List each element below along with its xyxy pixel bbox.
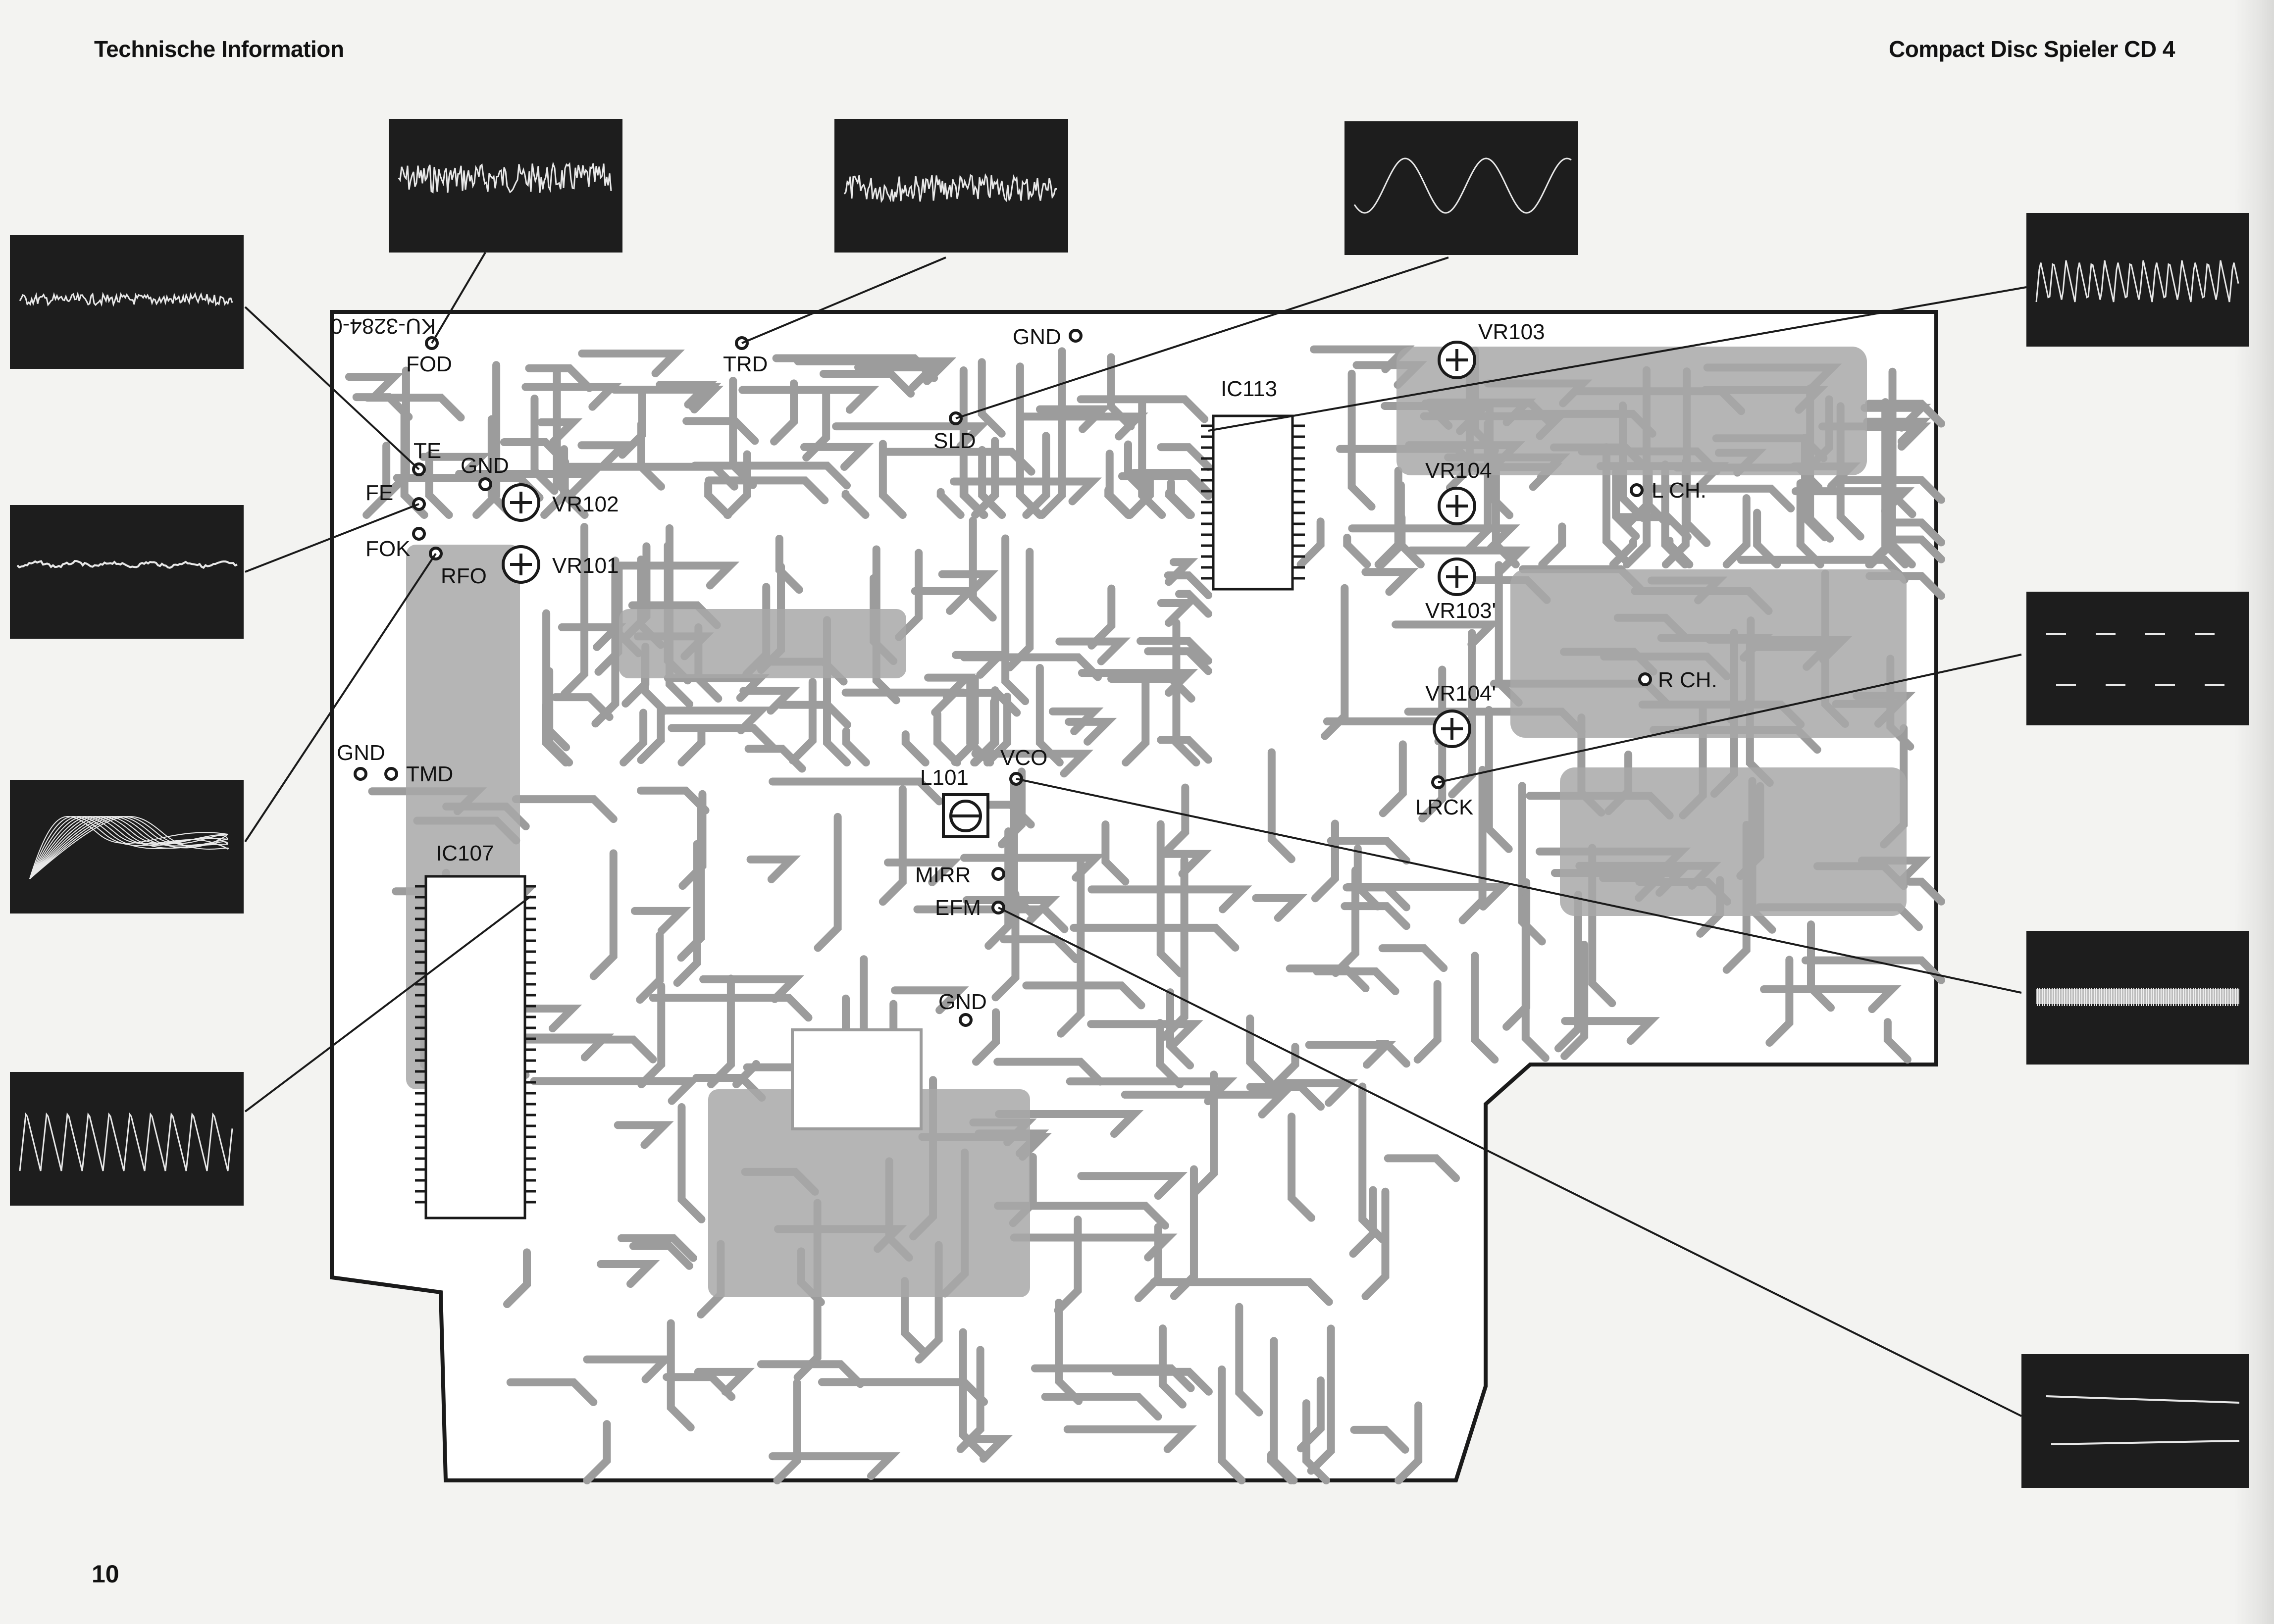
label-tmd: TMD bbox=[406, 762, 453, 786]
label-vr104b: VR104' bbox=[1425, 681, 1496, 706]
label-fok: FOK bbox=[365, 537, 410, 561]
test-points bbox=[354, 329, 1652, 1027]
eye-trace bbox=[29, 815, 228, 879]
label-lrck: LRCK bbox=[1415, 795, 1473, 819]
label-part-number: KU-3284-0 bbox=[330, 314, 436, 338]
label-vr101: VR101 bbox=[552, 554, 619, 578]
label-sld: SLD bbox=[933, 429, 976, 453]
label-ic107: IC107 bbox=[436, 841, 494, 865]
label-fod: FOD bbox=[406, 352, 452, 376]
ic107-outline bbox=[424, 875, 526, 1219]
label-gnd-left: GND bbox=[461, 454, 509, 478]
label-l-ch: L CH. bbox=[1652, 478, 1706, 503]
ic-center-chip bbox=[791, 1028, 923, 1130]
eye-trace bbox=[29, 816, 228, 879]
scope-photo-te bbox=[10, 235, 244, 369]
scope-photo-efm bbox=[2021, 1354, 2249, 1488]
scope-photo-trd bbox=[834, 119, 1068, 253]
eye-trace bbox=[29, 815, 228, 879]
header-right-title: Compact Disc Spieler CD 4 bbox=[1888, 36, 2175, 62]
scope-photo-ic113 bbox=[2026, 213, 2249, 347]
label-gnd-top: GND bbox=[1013, 325, 1061, 349]
scope-photo-fod bbox=[389, 119, 622, 253]
label-te: TE bbox=[413, 439, 441, 463]
label-fe: FE bbox=[365, 481, 393, 505]
label-vr102: VR102 bbox=[552, 492, 619, 516]
label-vr104: VR104 bbox=[1425, 458, 1492, 483]
label-vr103b: VR103' bbox=[1425, 599, 1496, 623]
eye-trace bbox=[29, 815, 228, 879]
label-rfo: RFO bbox=[441, 564, 487, 588]
scope-photo-rfo bbox=[10, 780, 244, 914]
eye-trace bbox=[29, 815, 228, 879]
scope-photo-fe bbox=[10, 505, 244, 639]
page-number: 10 bbox=[92, 1560, 119, 1588]
scope-photo-ic107 bbox=[10, 1072, 244, 1206]
eye-trace bbox=[29, 815, 228, 879]
eye-trace bbox=[29, 815, 229, 879]
label-ic113: IC113 bbox=[1221, 377, 1277, 401]
label-gnd-tmd: GND bbox=[337, 741, 385, 765]
label-l101: L101 bbox=[920, 765, 969, 790]
label-efm: EFM bbox=[935, 896, 981, 920]
label-vr103: VR103 bbox=[1478, 320, 1545, 344]
label-trd: TRD bbox=[723, 352, 768, 376]
scope-photo-vco bbox=[2026, 931, 2249, 1065]
scope-photo-sld bbox=[1344, 121, 1578, 255]
ic113-outline bbox=[1212, 414, 1294, 591]
label-gnd-center: GND bbox=[938, 990, 987, 1014]
eye-trace bbox=[29, 816, 228, 879]
scope-photo-lrck bbox=[2026, 592, 2249, 725]
label-mirr: MIRR bbox=[915, 863, 971, 887]
leader-lines bbox=[244, 252, 2027, 1417]
label-r-ch: R CH. bbox=[1658, 668, 1717, 692]
label-vco: VCO bbox=[1000, 746, 1047, 770]
header-left-title: Technische Information bbox=[94, 36, 344, 62]
